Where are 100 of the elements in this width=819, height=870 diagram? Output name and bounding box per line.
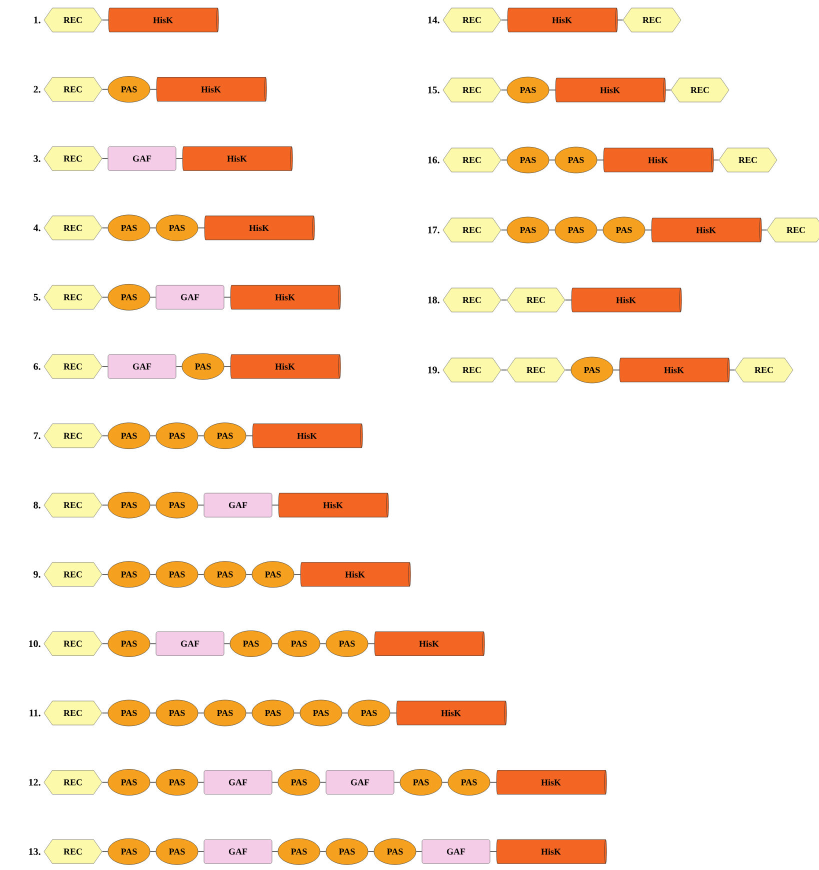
- hisk-domain: HisK: [651, 218, 762, 242]
- linker-line: [442, 782, 448, 783]
- linker-line: [342, 712, 348, 714]
- pas-domain: PAS: [204, 700, 246, 726]
- rec-domain: REC: [442, 78, 502, 102]
- hisk-domain: HisK: [252, 424, 363, 448]
- pas-domain: PAS: [326, 838, 368, 865]
- linker-line: [320, 851, 326, 852]
- hisk-domain: HisK: [619, 358, 730, 382]
- pas-domain: PAS: [300, 700, 342, 726]
- gaf-domain: GAF: [204, 770, 272, 794]
- rec-domain: REC: [44, 839, 102, 864]
- hisk-domain: HisK: [374, 632, 485, 656]
- pas-domain: PAS: [108, 76, 150, 102]
- gaf-domain: GAF: [422, 839, 490, 864]
- rec-domain: REC: [766, 218, 819, 242]
- linker-line: [150, 712, 156, 714]
- gaf-domain: GAF: [204, 839, 272, 864]
- linker-line: [198, 782, 204, 783]
- rec-domain: REC: [44, 216, 102, 240]
- rec-domain: REC: [670, 78, 730, 102]
- linker-line: [416, 851, 422, 852]
- rec-domain: REC: [442, 358, 502, 382]
- pas-domain: PAS: [554, 146, 598, 174]
- linker-line: [102, 296, 108, 298]
- linker-line: [102, 504, 108, 506]
- linker-line: [150, 504, 156, 506]
- rec-domain: REC: [44, 354, 102, 379]
- rec-domain: REC: [44, 492, 102, 518]
- pas-domain: PAS: [570, 356, 614, 384]
- pas-domain: PAS: [506, 76, 550, 104]
- hisk-domain: HisK: [555, 78, 666, 102]
- rec-domain: REC: [44, 77, 102, 102]
- linker-line: [150, 574, 156, 575]
- pas-domain: PAS: [602, 216, 646, 244]
- linker-line: [150, 782, 156, 783]
- linker-line: [320, 782, 326, 783]
- rec-domain: REC: [44, 424, 102, 448]
- hisk-domain: HisK: [603, 148, 714, 172]
- pas-domain: PAS: [108, 769, 150, 796]
- rec-domain: REC: [622, 8, 682, 32]
- linker-line: [150, 851, 156, 852]
- gaf-domain: GAF: [108, 354, 176, 379]
- rec-domain: REC: [442, 288, 502, 312]
- pas-domain: PAS: [108, 284, 150, 310]
- gaf-domain: GAF: [108, 146, 176, 171]
- hisk-domain: HisK: [507, 8, 618, 32]
- linker-line: [102, 435, 108, 436]
- linker-line: [102, 88, 108, 90]
- rec-domain: REC: [734, 358, 794, 382]
- pas-domain: PAS: [204, 422, 246, 449]
- linker-line: [490, 851, 497, 852]
- gaf-domain: GAF: [156, 285, 224, 310]
- rec-domain: REC: [442, 218, 502, 242]
- gaf-domain: GAF: [326, 770, 394, 794]
- linker-line: [102, 158, 108, 159]
- pas-domain: PAS: [108, 422, 150, 449]
- pas-domain: PAS: [182, 353, 224, 380]
- linker-line: [150, 435, 156, 436]
- pas-domain: PAS: [108, 838, 150, 865]
- hisk-domain: HisK: [156, 77, 267, 102]
- pas-domain: PAS: [448, 769, 490, 796]
- hisk-domain: HisK: [182, 146, 293, 171]
- linker-line: [246, 712, 252, 714]
- hisk-domain: HisK: [496, 839, 607, 864]
- pas-domain: PAS: [156, 561, 198, 588]
- rec-domain: REC: [44, 285, 102, 310]
- pas-domain: PAS: [278, 769, 320, 796]
- linker-line: [102, 712, 108, 714]
- pas-domain: PAS: [156, 838, 198, 865]
- linker-line: [176, 366, 182, 367]
- hisk-domain: HisK: [230, 285, 341, 310]
- pas-domain: PAS: [348, 700, 390, 726]
- linker-line: [368, 851, 374, 852]
- hisk-domain: HisK: [204, 216, 315, 240]
- gaf-domain: GAF: [156, 632, 224, 656]
- linker-line: [368, 643, 375, 644]
- pas-domain: PAS: [156, 422, 198, 449]
- pas-domain: PAS: [204, 561, 246, 588]
- linker-line: [102, 782, 108, 783]
- linker-line: [198, 504, 204, 506]
- linker-line: [198, 851, 204, 852]
- linker-line: [272, 851, 278, 852]
- pas-domain: PAS: [156, 769, 198, 796]
- linker-line: [198, 574, 204, 575]
- pas-domain: PAS: [326, 630, 368, 657]
- pas-domain: PAS: [108, 492, 150, 518]
- pas-domain: PAS: [374, 838, 416, 865]
- linker-line: [150, 88, 157, 90]
- rec-domain: REC: [442, 148, 502, 172]
- rec-domain: REC: [44, 700, 102, 726]
- rec-domain: REC: [44, 8, 102, 32]
- pas-domain: PAS: [156, 214, 198, 242]
- rec-domain: REC: [44, 770, 102, 794]
- pas-domain: PAS: [156, 700, 198, 726]
- linker-line: [246, 435, 253, 436]
- rec-domain: REC: [506, 288, 566, 312]
- rec-domain: REC: [718, 148, 778, 172]
- linker-line: [246, 574, 252, 575]
- linker-line: [176, 158, 183, 159]
